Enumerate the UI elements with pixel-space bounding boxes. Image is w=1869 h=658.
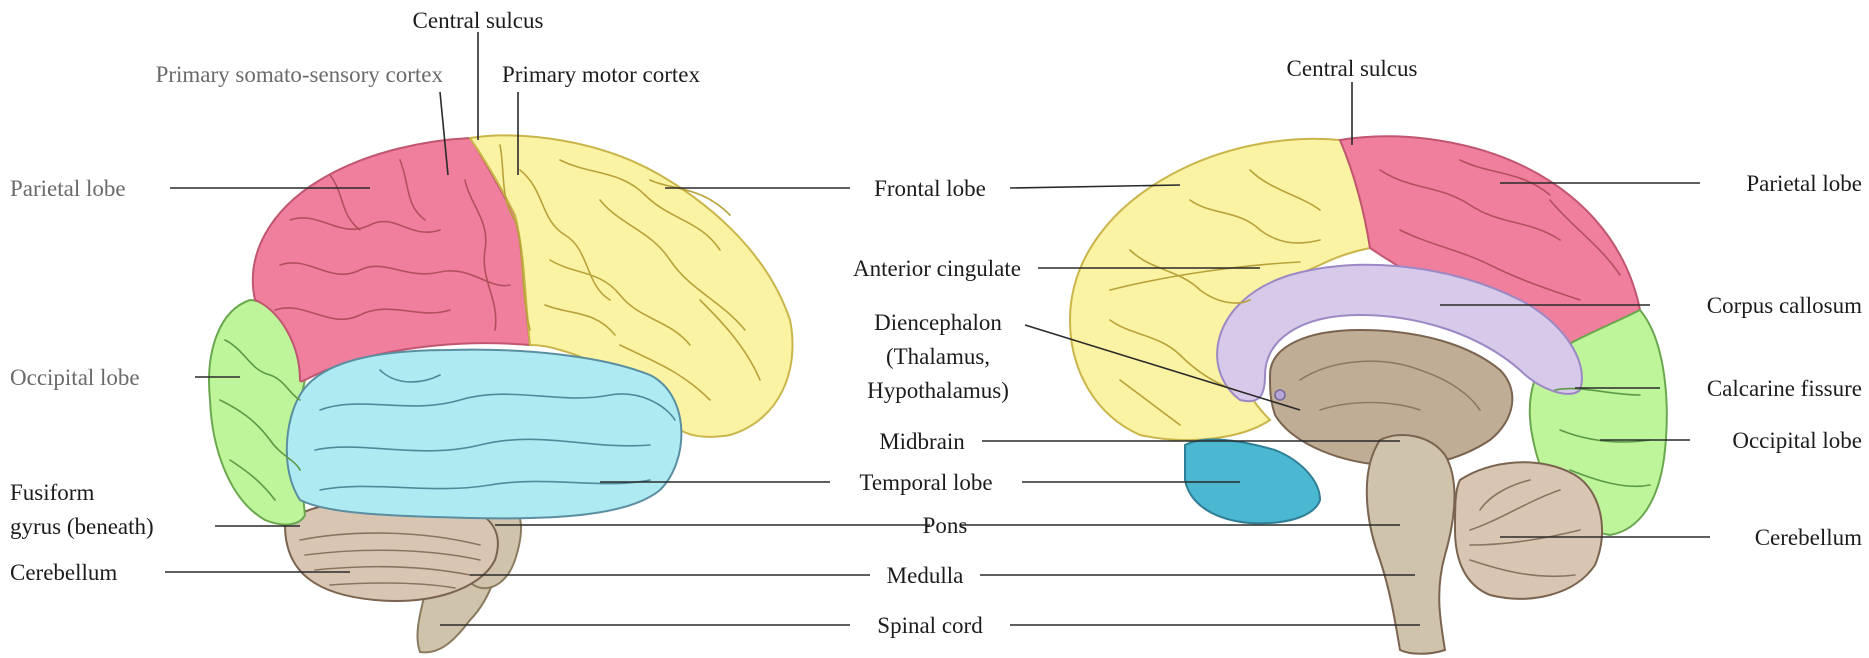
label-primary-motor: Primary motor cortex <box>502 62 701 87</box>
label-diencephalon-2: (Thalamus, <box>886 344 990 369</box>
label-occipital-medial: Occipital lobe <box>1732 428 1862 453</box>
medial-brainstem <box>1367 435 1455 654</box>
medial-brain <box>1070 136 1667 653</box>
label-central-sulcus-lateral: Central sulcus <box>413 8 544 33</box>
label-frontal-lobe: Frontal lobe <box>874 176 986 201</box>
label-temporal-lobe: Temporal lobe <box>859 470 992 495</box>
label-parietal-lateral: Parietal lobe <box>10 176 126 201</box>
label-diencephalon-1: Diencephalon <box>874 310 1002 335</box>
label-pons: Pons <box>923 513 968 538</box>
label-diencephalon-3: Hypothalamus) <box>867 378 1009 403</box>
label-cerebellum-lateral: Cerebellum <box>10 560 117 585</box>
lateral-parietal-lobe <box>253 138 530 381</box>
label-occipital-lateral: Occipital lobe <box>10 365 140 390</box>
label-parietal-medial: Parietal lobe <box>1746 171 1862 196</box>
label-calcarine-fissure: Calcarine fissure <box>1707 376 1862 401</box>
label-cerebellum-medial: Cerebellum <box>1755 525 1862 550</box>
label-medulla: Medulla <box>887 563 964 588</box>
label-corpus-callosum: Corpus callosum <box>1707 293 1862 318</box>
label-midbrain: Midbrain <box>879 429 965 454</box>
label-primary-somatosensory: Primary somato-sensory cortex <box>156 62 444 87</box>
lateral-temporal-lobe <box>287 350 682 519</box>
label-anterior-cingulate: Anterior cingulate <box>853 256 1021 281</box>
label-spinal-cord: Spinal cord <box>877 613 983 638</box>
label-central-sulcus-medial: Central sulcus <box>1287 56 1418 81</box>
label-fusiform-2: gyrus (beneath) <box>10 514 154 539</box>
label-fusiform-1: Fusiform <box>10 480 94 505</box>
